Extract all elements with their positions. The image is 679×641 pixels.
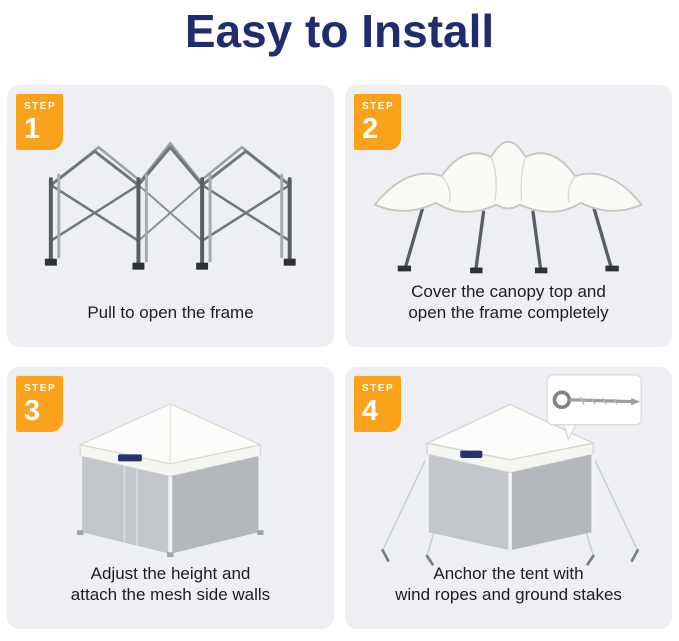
step-panel-3: STEP 3: [7, 367, 334, 629]
step-caption-1: Pull to open the frame: [15, 302, 326, 323]
step-badge-number: 3: [24, 395, 41, 427]
step-badge-label: STEP: [24, 101, 57, 112]
tent-canopy: [78, 403, 263, 478]
page-title: Easy to Install: [184, 5, 495, 57]
step-badge-3: STEP 3: [16, 376, 63, 432]
caption-line: Adjust the height and: [90, 564, 251, 583]
step-panel-1: STEP 1: [7, 85, 334, 347]
step-caption-3: Adjust the height and attach the mesh si…: [15, 563, 326, 605]
folded-frame-illustration: [15, 117, 326, 279]
step-badge-4: STEP 4: [354, 376, 401, 432]
step-badge-label: STEP: [362, 383, 395, 394]
anchored-tent-svg: [381, 374, 643, 566]
tent-poles: [77, 455, 264, 558]
frame-truss: [49, 141, 292, 243]
wind-ropes: [382, 448, 639, 557]
canopy-fabric: [374, 140, 643, 213]
brand-logo-patch: [460, 450, 483, 458]
tent-mesh-walls: [80, 455, 261, 554]
caption-line: wind ropes and ground stakes: [395, 585, 622, 604]
mesh-zipper: [123, 465, 139, 546]
step-badge-2: STEP 2: [354, 94, 401, 150]
canopy-legs: [403, 206, 614, 272]
frame-feet: [45, 258, 296, 270]
canopy-feet: [397, 265, 620, 274]
tent-canopy: [424, 403, 596, 474]
caption-line: Anchor the tent with: [433, 564, 584, 583]
brand-logo-patch: [118, 454, 143, 462]
mesh-tent-svg: [77, 403, 264, 558]
step-badge-1: STEP 1: [16, 94, 63, 150]
mesh-side-walls-illustration: [15, 399, 326, 561]
ground-stakes: [381, 548, 640, 566]
steps-grid: STEP 1: [7, 85, 672, 629]
tent-poles: [425, 454, 596, 551]
frame-legs: [49, 173, 292, 267]
caption-line: attach the mesh side walls: [70, 585, 271, 604]
step-badge-number: 4: [362, 395, 379, 427]
step-caption-4: Anchor the tent with wind ropes and grou…: [353, 563, 664, 605]
step-panel-4: STEP 4: [345, 367, 672, 629]
folded-frame-svg: [45, 141, 296, 270]
caption-line: Cover the canopy top and: [411, 282, 606, 301]
anchor-ropes-stakes-illustration: [353, 373, 664, 567]
step-badge-label: STEP: [24, 383, 57, 394]
stake-callout: [546, 374, 643, 442]
canopy-cover-illustration: [353, 117, 664, 279]
caption-line: open the frame completely: [408, 303, 609, 322]
step-caption-2: Cover the canopy top and open the frame …: [353, 281, 664, 323]
caption-line: Pull to open the frame: [87, 303, 254, 322]
canopy-cover-svg: [374, 140, 643, 274]
stake-icon: [552, 390, 641, 410]
step-panel-2: STEP 2: [345, 85, 672, 347]
tent-mesh-walls: [427, 454, 594, 551]
step-badge-label: STEP: [362, 101, 395, 112]
step-badge-number: 2: [362, 113, 379, 145]
step-badge-number: 1: [24, 113, 41, 145]
